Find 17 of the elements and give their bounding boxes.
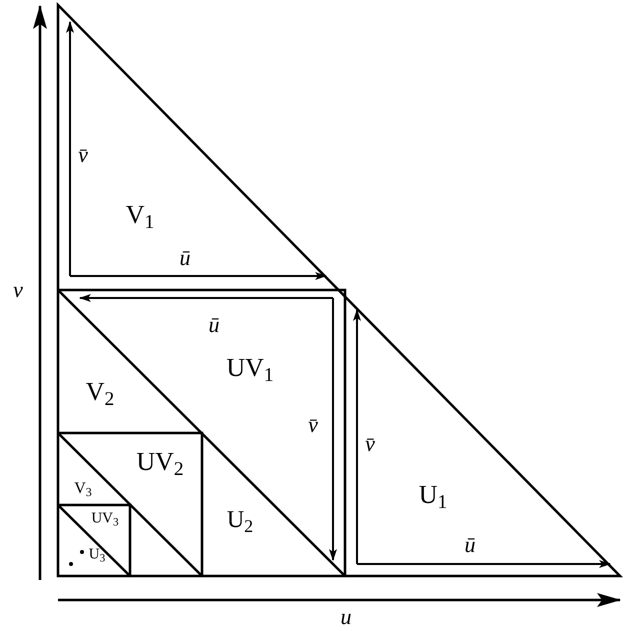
region-label: U$_{3}$ <box>88 546 106 562</box>
region-label: UV$_{2}$ <box>136 447 184 476</box>
variable-label: v <box>13 279 23 301</box>
region-label: U$_{1}$ <box>418 480 448 509</box>
region-label: V$_{2}$ <box>86 377 114 406</box>
variable-label: ū <box>208 314 220 336</box>
region-label: V$_{1}$ <box>126 200 154 229</box>
variable-label: v̄ <box>308 414 318 436</box>
variable-label: ū <box>464 534 476 556</box>
region-label: V$_{3}$ <box>74 480 92 497</box>
variable-label: ū <box>180 247 190 269</box>
variable-label: v̄ <box>365 433 375 455</box>
region-label: U$_{2}$ <box>226 507 254 533</box>
variable-label: v̄ <box>78 144 88 166</box>
region-label: UV$_{1}$ <box>226 353 274 382</box>
region-label: UV$_{3}$ <box>91 510 119 526</box>
variable-label: u <box>340 606 352 628</box>
